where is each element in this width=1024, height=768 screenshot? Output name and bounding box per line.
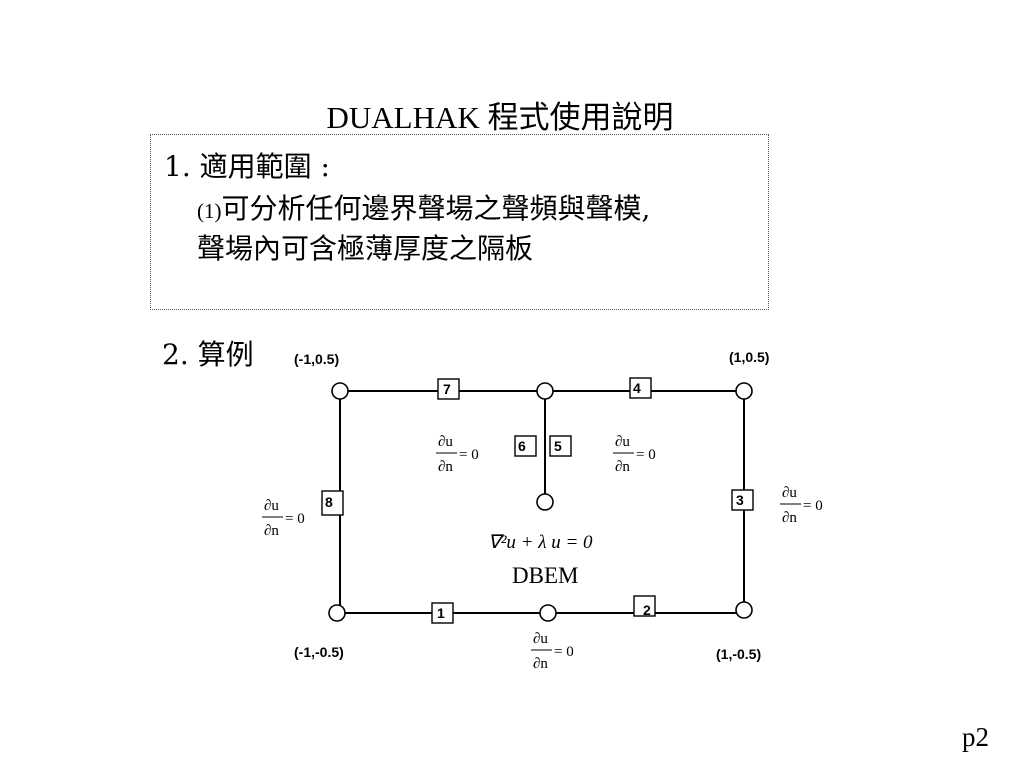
- svg-text:∂n: ∂n: [533, 656, 548, 672]
- bc-fraction-left-edge: ∂u ∂n = 0: [262, 498, 305, 539]
- svg-text:= 0: = 0: [803, 498, 823, 514]
- bc-fraction-right-top: ∂u ∂n = 0: [613, 434, 656, 475]
- scope-item-line2: 聲場內可含極薄厚度之隔板: [197, 232, 534, 265]
- scope-box: 1. 適用範圍 : (1)可分析任何邊界聲場之聲頻與聲模, 聲場內可含極薄厚度之…: [150, 134, 769, 310]
- corner-bottom-right: (1,-0.5): [716, 646, 761, 662]
- svg-text:∂u: ∂u: [615, 434, 630, 450]
- node-top-right: [735, 382, 753, 400]
- node-partition-tip: [536, 493, 554, 511]
- svg-text:∂n: ∂n: [264, 523, 279, 539]
- corner-bottom-left: (-1,-0.5): [294, 644, 344, 660]
- scope-item-1: (1)可分析任何邊界聲場之聲頻與聲模,: [197, 187, 650, 227]
- svg-text:∂u: ∂u: [533, 631, 548, 647]
- element-label-4: 4: [633, 380, 641, 396]
- svg-text:∂n: ∂n: [615, 459, 630, 475]
- example-heading: 2. 算例: [162, 338, 254, 371]
- node-bottom-left: [328, 604, 346, 622]
- method-label: DBEM: [512, 563, 578, 588]
- svg-text:= 0: = 0: [459, 447, 479, 463]
- element-box-2: [633, 595, 656, 617]
- svg-text:∂n: ∂n: [782, 510, 797, 526]
- svg-text:= 0: = 0: [636, 447, 656, 463]
- bc-fraction-right-edge: ∂u ∂n = 0: [780, 485, 823, 526]
- scope-item-line1: 可分析任何邊界聲場之聲頻與聲模,: [221, 192, 651, 225]
- scope-item-number: (1): [197, 199, 222, 223]
- element-label-6: 6: [518, 438, 526, 454]
- element-label-3: 3: [736, 492, 744, 508]
- element-box-7: [437, 378, 460, 400]
- node-bottom-middle: [539, 604, 557, 622]
- scope-heading: 1. 適用範圍 :: [164, 150, 330, 183]
- element-box-6: [514, 435, 537, 457]
- corner-top-right: (1,0.5): [729, 349, 769, 365]
- element-label-5: 5: [554, 438, 562, 454]
- svg-text:= 0: = 0: [285, 511, 305, 527]
- element-label-8: 8: [325, 494, 333, 510]
- element-box-1: [431, 602, 454, 624]
- governing-equation: ∇²u + λ u = 0: [488, 532, 593, 553]
- node-bottom-right: [735, 601, 753, 619]
- element-box-5: [549, 435, 572, 457]
- corner-top-left: (-1,0.5): [294, 351, 339, 367]
- svg-text:∂n: ∂n: [438, 459, 453, 475]
- svg-text:∂u: ∂u: [438, 434, 453, 450]
- element-box-8: [321, 490, 344, 516]
- bc-fraction-bottom: ∂u ∂n = 0: [531, 631, 574, 672]
- page-title: DUALHAK 程式使用說明: [326, 100, 674, 135]
- node-top-left: [331, 382, 349, 400]
- element-box-3: [731, 489, 754, 511]
- svg-text:∂u: ∂u: [782, 485, 797, 501]
- element-label-1: 1: [437, 605, 445, 621]
- element-label-2: 2: [643, 602, 651, 618]
- svg-text:= 0: = 0: [554, 644, 574, 660]
- page-number: p2: [962, 722, 989, 752]
- node-top-middle: [536, 382, 554, 400]
- element-label-7: 7: [443, 381, 451, 397]
- svg-text:∂u: ∂u: [264, 498, 279, 514]
- bc-fraction-left-top: ∂u ∂n = 0: [436, 434, 479, 475]
- element-box-4: [629, 377, 652, 399]
